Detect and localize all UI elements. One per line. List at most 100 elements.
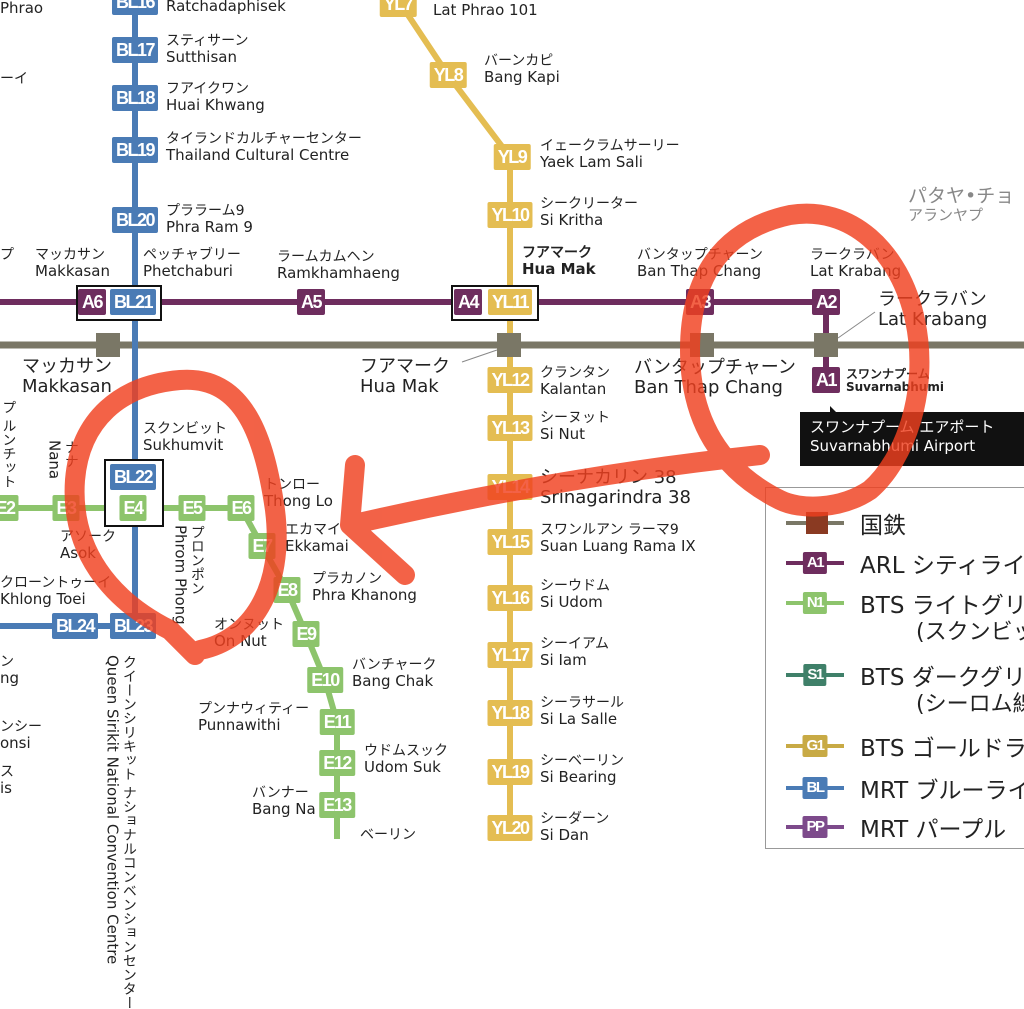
station-badge-bl24[interactable]: BL24	[51, 613, 99, 639]
station-label[interactable]: ベーリン	[360, 827, 416, 843]
station-name-ja: バンタップチャーン	[637, 247, 763, 263]
station-badge-e9[interactable]: E9	[292, 621, 320, 647]
station-badge-e5[interactable]: E5	[178, 495, 206, 521]
legend-badge: BL	[802, 777, 828, 799]
station-label[interactable]: プ	[0, 247, 14, 263]
station-badge-a6[interactable]: A6	[77, 289, 107, 315]
station-badge-a3[interactable]: A3	[685, 289, 715, 315]
station-badge-e7[interactable]: E7	[248, 533, 276, 559]
station-label[interactable]: ーイ	[0, 71, 28, 87]
station-badge-yl14[interactable]: YL14	[487, 474, 533, 500]
station-label[interactable]: Lat Phrao 101	[433, 2, 538, 19]
station-badge-a5[interactable]: A5	[296, 289, 326, 315]
station-badge-a2[interactable]: A2	[811, 289, 841, 315]
station-badge-yl19[interactable]: YL19	[487, 759, 533, 785]
station-badge-e2[interactable]: E2	[0, 495, 19, 521]
station-name-en: Thailand Cultural Centre	[166, 146, 350, 165]
station-badge-yl17[interactable]: YL17	[487, 642, 533, 668]
station-label[interactable]: パタヤ•チョアランヤプ	[908, 186, 1014, 223]
station-badge-e12[interactable]: E12	[319, 750, 355, 776]
station-badge-a4[interactable]: A4	[453, 289, 483, 315]
station-badge-bl21[interactable]: BL21	[109, 289, 157, 315]
station-badge-yl12[interactable]: YL12	[487, 367, 533, 393]
station-badge-e13[interactable]: E13	[319, 792, 355, 818]
station-badge-e10[interactable]: E10	[307, 667, 343, 693]
station-badge-yl8[interactable]: YL8	[429, 62, 467, 88]
station-badge-bl19[interactable]: BL19	[111, 137, 159, 163]
station-badge-e3[interactable]: E3	[52, 495, 80, 521]
station-badge-e4[interactable]: E4	[119, 495, 147, 521]
station-badge-yl20[interactable]: YL20	[487, 815, 533, 841]
station-badge-e6[interactable]: E6	[227, 495, 255, 521]
station-badge-e11[interactable]: E11	[319, 709, 355, 735]
station-name-en: Phrao	[0, 0, 44, 17]
station-badge-bl16[interactable]: BL16	[111, 0, 159, 15]
station-badge-yl11[interactable]: YL11	[487, 289, 533, 315]
station-badge-yl15[interactable]: YL15	[487, 529, 533, 555]
station-badge-yl10[interactable]: YL10	[487, 202, 533, 228]
station-label[interactable]: Ratchadaphisek	[166, 0, 286, 15]
station-badge-bl18[interactable]: BL18	[111, 85, 159, 111]
station-badge-a1[interactable]: A1	[811, 367, 841, 393]
legend-line-swatch: A1	[786, 552, 844, 574]
station-label[interactable]: プ ルンチット	[0, 400, 16, 500]
station-badge-e8[interactable]: E8	[273, 577, 301, 603]
station-badge-yl7[interactable]: YL7	[379, 0, 417, 17]
station-badge-yl18[interactable]: YL18	[487, 700, 533, 726]
station-badge-bl22[interactable]: BL22	[109, 464, 157, 490]
station-badge-bl23[interactable]: BL23	[109, 613, 157, 639]
station-badge-bl17[interactable]: BL17	[111, 37, 159, 63]
station-badge-bl20[interactable]: BL20	[111, 207, 159, 233]
station-badge-yl16[interactable]: YL16	[487, 585, 533, 611]
station-name-en: アランヤプ	[908, 205, 984, 224]
station-badge-yl13[interactable]: YL13	[487, 415, 533, 441]
station-label[interactable]: Phrao	[0, 0, 43, 17]
station-badge-yl9[interactable]: YL9	[493, 144, 531, 170]
